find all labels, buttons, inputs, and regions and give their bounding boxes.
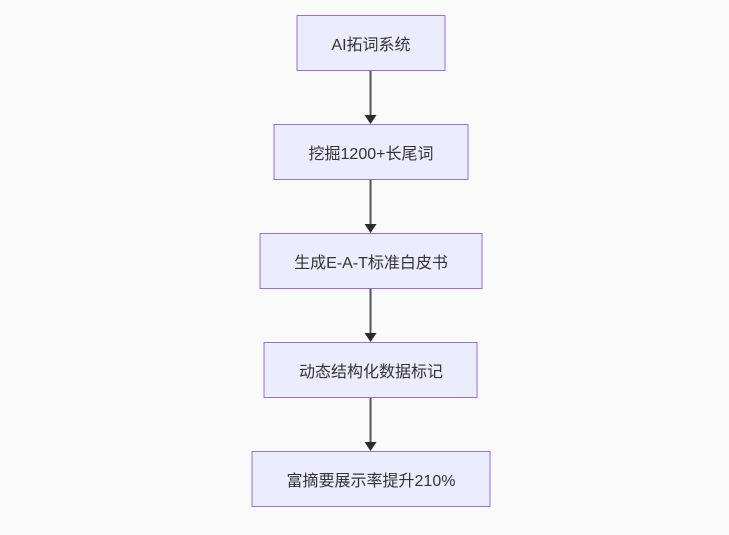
flowchart-node-eat-whitepaper: 生成E-A-T标准白皮书: [259, 233, 483, 289]
flow-arrow-2: [365, 180, 377, 233]
flow-arrow-1: [365, 71, 377, 124]
node-label: 富摘要展示率提升210%: [286, 473, 456, 490]
arrow-line: [370, 398, 372, 443]
flowchart-node-structured-data-markup: 动态结构化数据标记: [263, 342, 478, 398]
arrow-head-icon: [365, 224, 377, 233]
arrow-line: [370, 71, 372, 116]
flowchart-node-ai-keyword-system: AI拓词系统: [296, 15, 446, 71]
flowchart-node-rich-snippet-result: 富摘要展示率提升210%: [251, 451, 491, 507]
node-label: 挖掘1200+长尾词: [308, 146, 434, 163]
arrow-line: [370, 289, 372, 334]
flowchart: AI拓词系统 挖掘1200+长尾词 生成E-A-T标准白皮书 动态结构化数据标记: [251, 15, 491, 507]
arrow-head-icon: [365, 115, 377, 124]
node-label: 动态结构化数据标记: [298, 364, 443, 381]
flowchart-node-longtail-mining: 挖掘1200+长尾词: [273, 124, 469, 180]
arrow-head-icon: [365, 442, 377, 451]
arrow-line: [370, 180, 372, 225]
flow-arrow-3: [365, 289, 377, 342]
flow-arrow-4: [365, 398, 377, 451]
node-label: AI拓词系统: [331, 37, 411, 54]
node-label: 生成E-A-T标准白皮书: [294, 255, 448, 272]
arrow-head-icon: [365, 333, 377, 342]
